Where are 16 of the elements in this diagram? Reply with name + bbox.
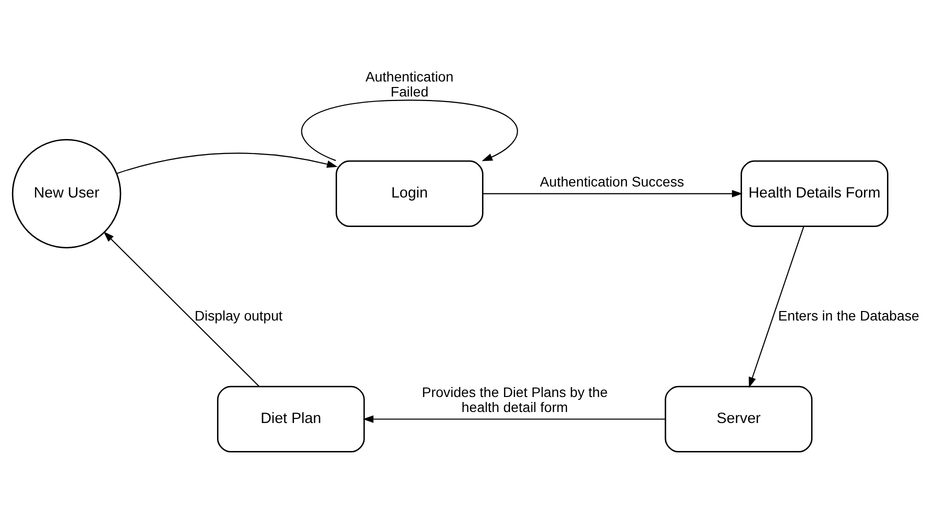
node-box: Health Details Form (740, 160, 888, 227)
edge-label: Display output (194, 308, 283, 324)
edge-label: Provides the Diet Plans by the health detail form (422, 384, 608, 416)
edge-label: Enters in the Database (778, 308, 920, 324)
arrow (116, 152, 338, 174)
edge-label: Authentication Failed (366, 68, 454, 100)
arrow (482, 190, 743, 198)
edge-label: Authentication Success (540, 174, 684, 190)
arrow (362, 415, 666, 423)
arrow (748, 226, 804, 388)
node-box: Server (664, 386, 813, 452)
arrow (103, 231, 260, 387)
node-box: Diet Plan (217, 386, 365, 452)
node-circle: New User (12, 139, 122, 248)
arrow (301, 100, 518, 162)
node-box: Login (336, 160, 484, 227)
